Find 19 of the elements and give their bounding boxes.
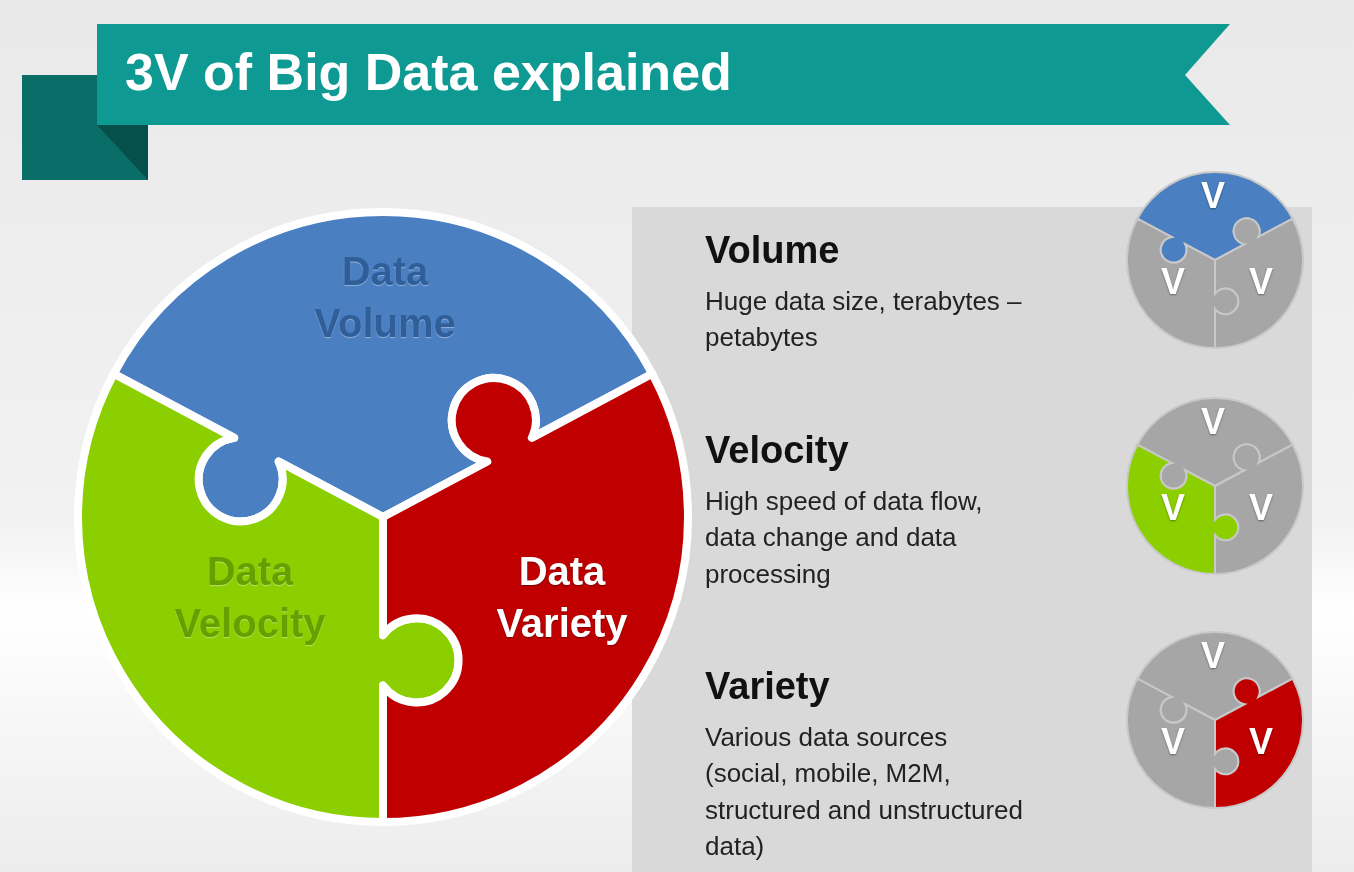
section-description: High speed of data flow, data change and data processing (705, 485, 984, 591)
piece-label: Data Volume (313, 248, 457, 347)
piece-label: Data Variety (495, 548, 629, 647)
icon-letter: V (1249, 490, 1273, 526)
section-description: Various data sources (social, mobile, M2M, structured and unstructured data) (705, 721, 1024, 864)
icon-letter: V (1249, 724, 1273, 760)
section-heading: Variety (705, 665, 830, 708)
icon-letter: V (1161, 264, 1185, 300)
icon-letter: V (1161, 724, 1185, 760)
icon-letter: V (1201, 404, 1225, 440)
icon-letter: V (1201, 638, 1225, 674)
title: 3V of Big Data explained (125, 42, 732, 102)
section-heading: Volume (705, 229, 840, 272)
icon-letter: V (1249, 264, 1273, 300)
icon-letter: V (1201, 178, 1225, 214)
piece-label: Data Velocity (173, 548, 327, 647)
section-heading: Velocity (705, 429, 849, 472)
section-description: Huge data size, terabytes – petabytes (705, 285, 1023, 355)
icon-letter: V (1161, 490, 1185, 526)
